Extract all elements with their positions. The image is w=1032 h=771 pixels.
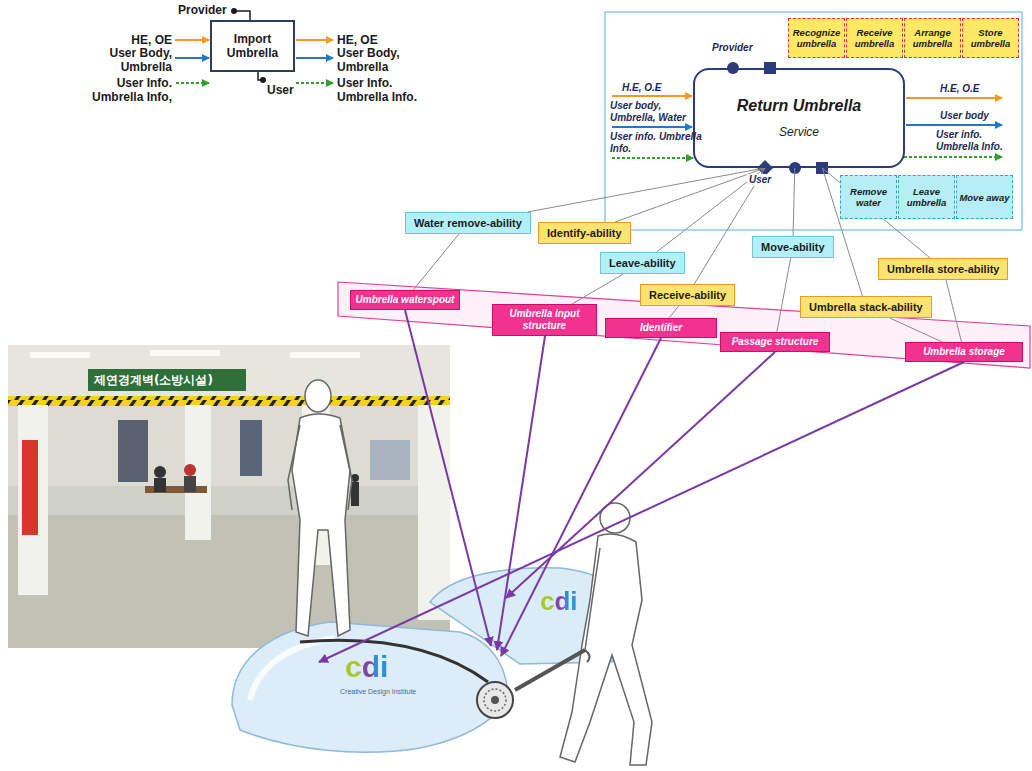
person-sketch (515, 503, 652, 765)
part-box: Umbrella waterspout (350, 290, 460, 310)
part-box: Umbrella storage (905, 342, 1023, 362)
provider-activity: Receive umbrella (846, 18, 903, 58)
part-box: Umbrella input structure (492, 304, 597, 336)
idef-arrows (175, 8, 333, 83)
output-label: User body (940, 110, 989, 122)
ability-box: Move-ability (752, 236, 834, 258)
provider-activity: Arrange umbrella (904, 18, 961, 58)
node-text: Move away (959, 192, 1009, 203)
logo-text: cdi (345, 652, 388, 682)
logo-text: cdi (540, 588, 578, 614)
node-text: Umbrella storage (910, 346, 1018, 358)
logo-subtitle: Creative Design Institute (340, 688, 416, 696)
node-text: Return Umbrella (737, 96, 861, 116)
node-text: Identifier (610, 322, 712, 334)
mechanism-label: Provider (712, 42, 753, 54)
input-label: User body, Umbrella, Water (610, 100, 706, 124)
node-text: Umbrella input structure (497, 308, 592, 332)
output-label: User Body, Umbrella (337, 46, 429, 74)
mechanism-label: Provider (178, 3, 227, 17)
connector-line (946, 280, 962, 342)
ability-box: Umbrella store-ability (878, 258, 1008, 280)
node-text: Import Umbrella (218, 32, 287, 60)
parts-band (338, 282, 1030, 368)
ability-box: Umbrella stack-ability (800, 296, 932, 318)
connector-line (669, 306, 679, 318)
node-text: Receive-ability (649, 288, 726, 302)
input-label: H.E, O.E (622, 82, 661, 94)
output-label: H.E, O.E (940, 83, 979, 95)
ability-box: Water remove-ability (405, 212, 531, 234)
input-label: User Info. Umbrella Info, (80, 76, 172, 104)
station-sign: 제연경계벽(소방시설) (94, 372, 213, 388)
connector-line (572, 274, 623, 304)
mechanism-label: User (747, 174, 773, 186)
output-label: User info. Umbrella Info. (936, 129, 1020, 153)
connector-line (615, 168, 765, 222)
connector-line (793, 168, 795, 236)
connector-line (527, 168, 765, 212)
node-text: Arrange umbrella (907, 27, 958, 49)
service-box: Return UmbrellaService (693, 68, 905, 168)
connector-line (890, 318, 942, 342)
node-text: Leave-ability (609, 256, 676, 270)
part-box: Identifier (605, 318, 717, 338)
input-label: HE, OE (80, 33, 172, 47)
node-text: Recognize umbrella (791, 27, 842, 49)
connector-line (413, 234, 459, 290)
ability-box: Receive-ability (640, 284, 735, 306)
user-activity: Move away (956, 175, 1013, 219)
person-sketch (288, 380, 352, 636)
input-label: User info. Umbrella Info. (610, 131, 706, 155)
node-text: Umbrella store-ability (887, 262, 999, 276)
node-text: Store umbrella (965, 27, 1016, 49)
provider-activity: Recognize umbrella (788, 18, 845, 58)
node-text: Remove water (843, 186, 894, 208)
part-box: Passage structure (720, 332, 830, 352)
input-label: User Body, Umbrella (80, 46, 172, 74)
user-activity: Leave umbrella (898, 175, 955, 219)
provider-activity: Store umbrella (962, 18, 1019, 58)
connector-line (777, 258, 791, 332)
ability-box: Leave-ability (600, 252, 685, 274)
node-text: Water remove-ability (414, 216, 522, 230)
user-activity: Remove water (840, 175, 897, 219)
node-text: Identify-ability (547, 226, 622, 240)
station-photo (8, 345, 450, 648)
ability-box: Identify-ability (538, 222, 631, 244)
leader-arrows (319, 310, 964, 662)
node-text: Umbrella stack-ability (809, 300, 923, 314)
node-text: Move-ability (761, 240, 825, 254)
mechanism-label: User (267, 83, 294, 97)
output-label: User Info. Umbrella Info. (337, 76, 429, 104)
output-label: HE, OE (337, 33, 429, 47)
node-text: Passage structure (725, 336, 825, 348)
node-text: Receive umbrella (849, 27, 900, 49)
node-text: Service (779, 124, 819, 140)
node-text: Leave umbrella (901, 186, 952, 208)
node-text: Umbrella waterspout (355, 294, 455, 306)
function-box: Import Umbrella (210, 20, 295, 72)
service-panel (605, 12, 1022, 230)
